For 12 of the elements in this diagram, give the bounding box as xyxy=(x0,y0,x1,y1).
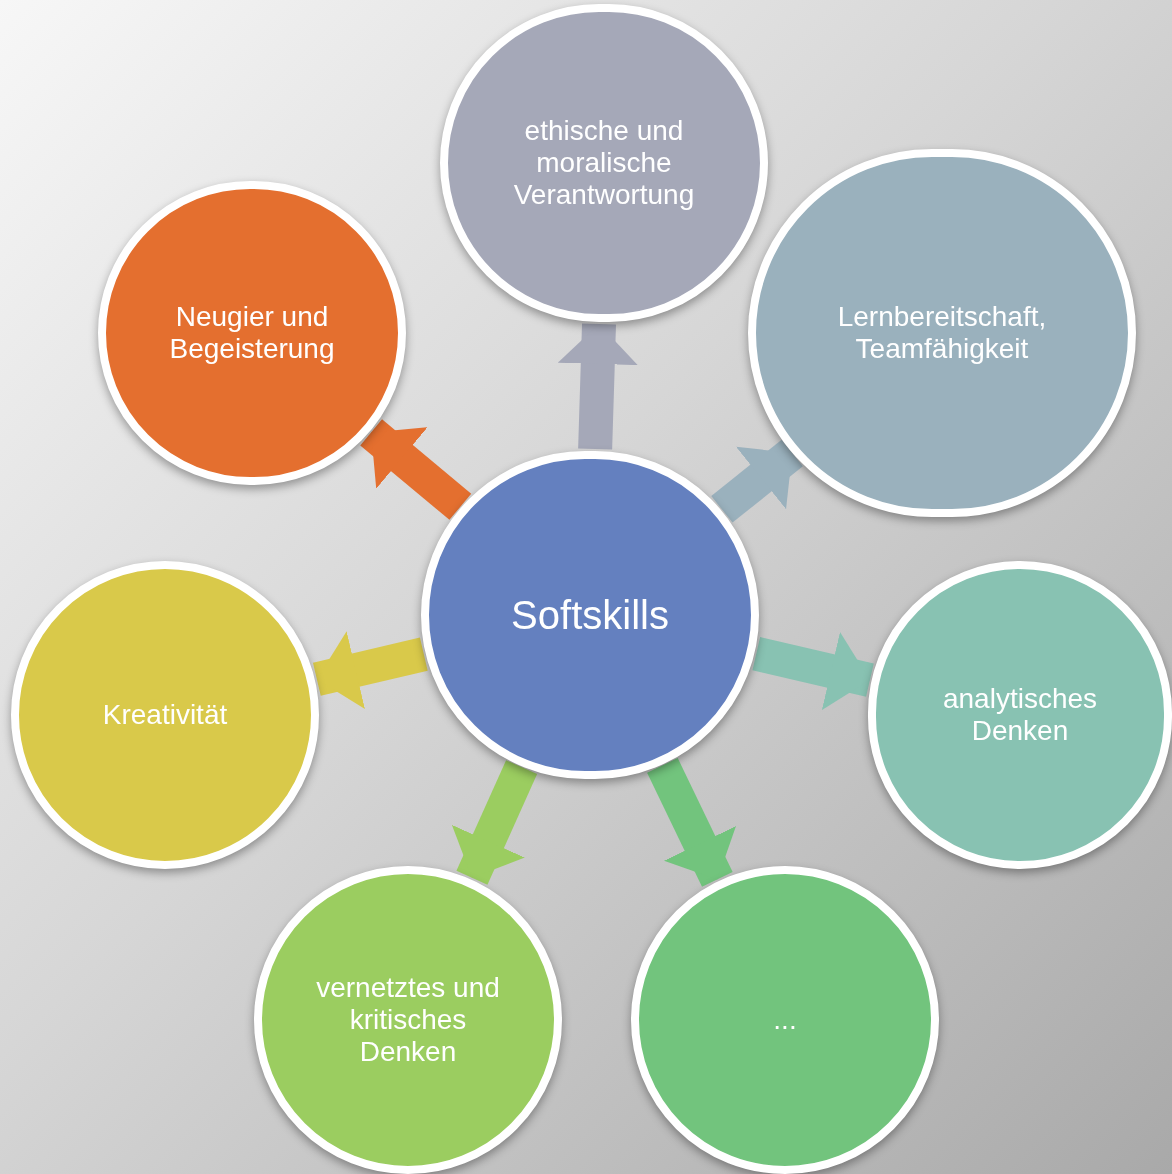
arrow xyxy=(557,323,638,450)
arrow xyxy=(711,439,803,523)
skill-label: ethische und moralische Verantwortung xyxy=(512,114,696,212)
skill-label: Kreativität xyxy=(102,698,228,732)
arrow xyxy=(647,758,736,887)
skill-label: Neugier und Begeisterung xyxy=(168,300,336,366)
skill-label: analytisches Denken xyxy=(941,682,1099,748)
arrow xyxy=(451,760,538,885)
skill-label: Lernbereitschaft, Teamfähigkeit xyxy=(836,300,1048,366)
skill-label: vernetztes und kritisches Denken xyxy=(315,971,501,1069)
skill-label: Softskills xyxy=(511,592,669,638)
skill-label: ... xyxy=(773,1003,797,1037)
